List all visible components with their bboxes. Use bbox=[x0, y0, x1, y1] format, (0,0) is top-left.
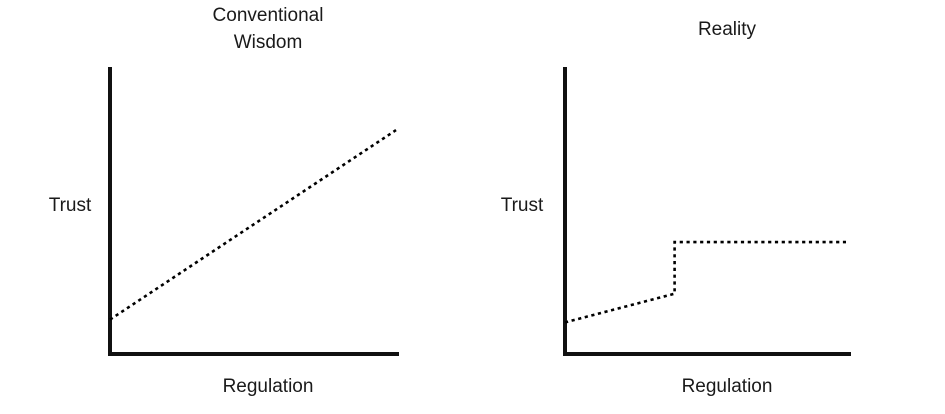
x-axis-label: Regulation bbox=[223, 376, 314, 397]
chart-title-line: Conventional bbox=[213, 5, 324, 26]
y-axis-label: Trust bbox=[49, 195, 92, 216]
x-axis-label: Regulation bbox=[682, 376, 773, 397]
chart-title-line: Wisdom bbox=[234, 32, 303, 53]
series-line bbox=[564, 240, 846, 324]
series-line bbox=[109, 129, 397, 321]
chart-title-line: Reality bbox=[698, 19, 757, 40]
chart-title: Reality bbox=[698, 19, 757, 40]
y-axis-label: Trust bbox=[501, 195, 544, 216]
